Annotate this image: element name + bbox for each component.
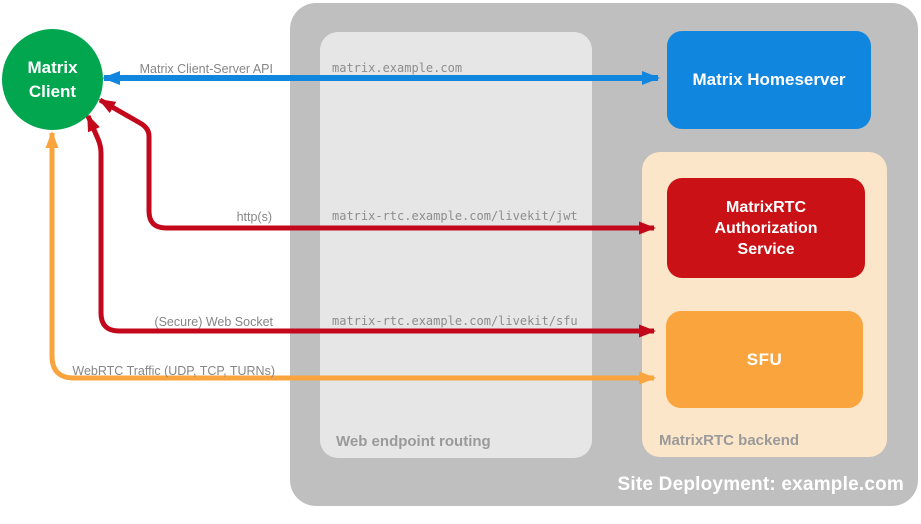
connection-label-http: http(s) [236, 210, 272, 224]
endpoint-url-livekit-jwt: matrix-rtc.example.com/livekit/jwt [332, 209, 578, 223]
endpoint-url-homeserver: matrix.example.com [332, 61, 463, 75]
node-matrixrtc-authorization-service-label: MatrixRTC Authorization Service [714, 198, 818, 258]
node-matrixrtc-authorization-service: MatrixRTC Authorization Service [667, 178, 865, 278]
connection-label-client-server-api: Matrix Client-Server API [139, 62, 273, 76]
node-sfu-label: SFU [746, 349, 783, 369]
node-matrix-client-label: Matrix Client [27, 57, 78, 101]
endpoint-url-livekit-sfu: matrix-rtc.example.com/livekit/sfu [332, 314, 578, 328]
web-endpoint-routing-box: Web endpoint routing [320, 32, 592, 458]
node-sfu: SFU [666, 311, 863, 408]
node-matrix-client: Matrix Client [2, 29, 103, 130]
node-matrix-homeserver: Matrix Homeserver [667, 31, 871, 129]
matrixrtc-backend-label: MatrixRTC backend [659, 432, 800, 449]
web-endpoint-routing-label: Web endpoint routing [336, 433, 491, 450]
site-deployment-label: Site Deployment: example.com [617, 474, 904, 495]
connection-label-webrtc: WebRTC Traffic (UDP, TCP, TURNs) [72, 364, 275, 378]
node-matrix-homeserver-label: Matrix Homeserver [692, 70, 846, 89]
connection-label-websocket: (Secure) Web Socket [154, 315, 273, 329]
